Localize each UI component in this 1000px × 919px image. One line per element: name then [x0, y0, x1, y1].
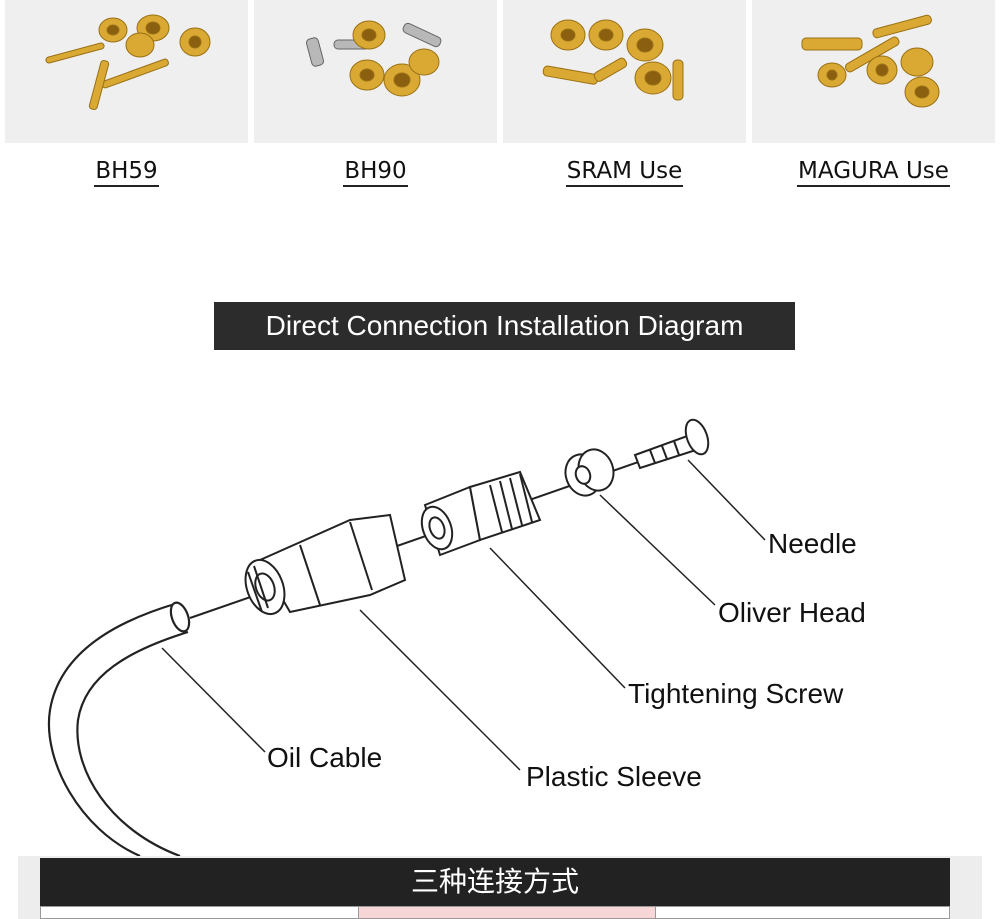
- product-label-bh59[interactable]: BH59: [5, 158, 248, 187]
- installation-diagram-panel: [18, 268, 982, 858]
- needle-shape: [633, 418, 710, 470]
- brass-barbed-fittings-photo[interactable]: [503, 0, 746, 143]
- connection-table-title: 三种连接方式: [40, 858, 950, 906]
- callout-oil-cable: Oil Cable: [267, 742, 383, 773]
- product-label-sram[interactable]: SRAM Use: [503, 158, 746, 187]
- diagram-title: Direct Connection Installation Diagram: [214, 302, 795, 350]
- oliver-head-shape: [564, 448, 615, 497]
- brass-fittings-photo[interactable]: [5, 0, 248, 143]
- product-gallery: BH59 BH90: [0, 0, 1000, 200]
- callout-needle: Needle: [768, 528, 857, 559]
- oil-cable-shape: [47, 601, 191, 858]
- product-label-magura[interactable]: MAGURA Use: [752, 158, 995, 187]
- connection-table-cell: [358, 906, 656, 919]
- plastic-sleeve-shape: [244, 513, 407, 616]
- tightening-screw-shape: [420, 470, 542, 557]
- callout-leader-lines: [161, 459, 766, 771]
- product-card-bh90[interactable]: BH90: [254, 0, 497, 200]
- steel-and-brass-fittings-photo[interactable]: [254, 0, 497, 143]
- product-card-magura[interactable]: MAGURA Use: [752, 0, 995, 200]
- product-card-bh59[interactable]: BH59: [5, 0, 248, 200]
- callout-tightening-screw: Tightening Screw: [628, 678, 844, 709]
- brass-threaded-fittings-photo[interactable]: [752, 0, 995, 143]
- callout-plastic-sleeve: Plastic Sleeve: [526, 761, 702, 792]
- callout-oliver-head: Oliver Head: [718, 597, 866, 628]
- product-card-sram[interactable]: SRAM Use: [503, 0, 746, 200]
- product-label-bh90[interactable]: BH90: [254, 158, 497, 187]
